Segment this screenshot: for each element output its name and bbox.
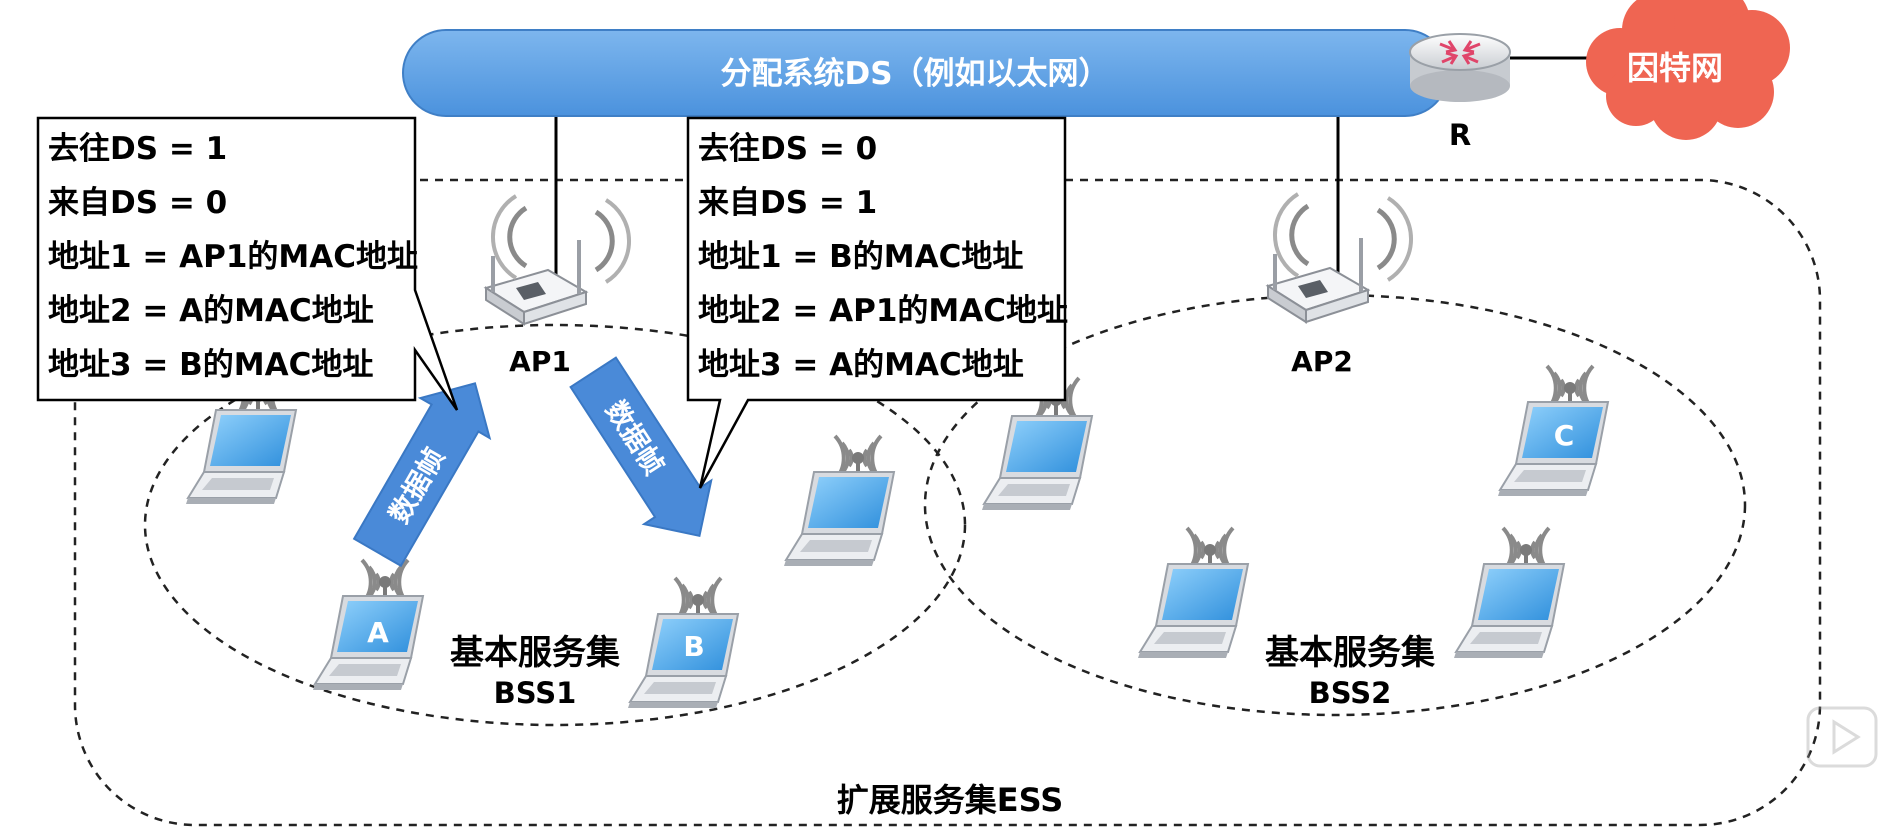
laptop-bss2-bottomright <box>1453 526 1565 659</box>
host-b-letter: B <box>683 630 704 663</box>
laptop-host-b: B <box>627 576 739 709</box>
play-watermark-icon <box>1806 706 1878 768</box>
right-from-ds: 来自DS = 1 <box>698 185 878 221</box>
ap2-label: AP2 <box>1291 345 1353 378</box>
bss1-name: BSS1 <box>493 676 577 710</box>
bss1-title: 基本服务集 <box>450 633 620 673</box>
left-address-3: 地址3 = B的MAC地址 <box>48 347 374 383</box>
right-to-ds: 去往DS = 0 <box>698 131 878 167</box>
laptop-bss1-right <box>783 434 895 567</box>
host-a-letter: A <box>367 616 389 649</box>
host-c-letter: C <box>1554 419 1575 452</box>
bss1-boundary <box>143 323 967 727</box>
distribution-system-label: 分配系统DS（例如以太网） <box>720 56 1110 92</box>
right-callout-text: 去往DS = 0 来自DS = 1 地址1 = B的MAC地址 地址2 = AP… <box>698 122 1068 392</box>
right-address-2: 地址2 = AP1的MAC地址 <box>698 293 1069 329</box>
internet-label: 因特网 <box>1626 49 1723 87</box>
right-address-1: 地址1 = B的MAC地址 <box>698 239 1024 275</box>
left-callout-text: 去往DS = 1 来自DS = 0 地址1 = AP1的MAC地址 地址2 = … <box>48 122 418 392</box>
ap2-icon <box>1268 194 1411 322</box>
ap1-icon <box>486 196 629 324</box>
ap1-label: AP1 <box>509 345 571 378</box>
bss2-boundary <box>923 293 1747 717</box>
ess-label: 扩展服务集ESS <box>836 781 1064 819</box>
internet-cloud-icon <box>1586 0 1790 140</box>
right-address-3: 地址3 = A的MAC地址 <box>698 347 1024 383</box>
router-icon <box>1409 33 1511 102</box>
laptop-bss2-bottomleft <box>1137 526 1249 659</box>
left-address-1: 地址1 = AP1的MAC地址 <box>48 239 419 275</box>
bss2-title: 基本服务集 <box>1265 633 1435 673</box>
right-callout <box>686 116 1067 489</box>
bss2-name: BSS2 <box>1308 676 1392 710</box>
left-address-2: 地址2 = A的MAC地址 <box>48 293 374 329</box>
laptop-host-c: C <box>1497 364 1609 497</box>
left-from-ds: 来自DS = 0 <box>48 185 228 221</box>
laptop-host-a: A <box>312 558 424 691</box>
left-to-ds: 去往DS = 1 <box>48 131 228 167</box>
left-callout <box>36 116 459 411</box>
router-label: R <box>1448 118 1472 152</box>
